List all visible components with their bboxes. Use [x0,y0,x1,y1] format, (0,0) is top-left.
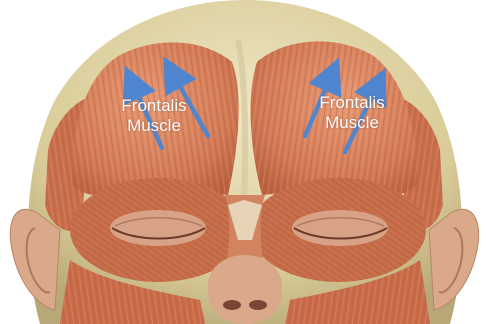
label-right-line1: Frontalis [304,93,400,113]
label-right-line2: Muscle [304,113,400,133]
left-eye [110,210,206,246]
nose [208,255,282,324]
frontalis-label-left: Frontalis Muscle [112,96,196,136]
label-left-line1: Frontalis [112,96,196,116]
right-ear [429,209,479,310]
left-ear [10,209,60,310]
label-left-line2: Muscle [112,116,196,136]
right-eye [292,210,388,246]
frontalis-label-right: Frontalis Muscle [304,93,400,133]
